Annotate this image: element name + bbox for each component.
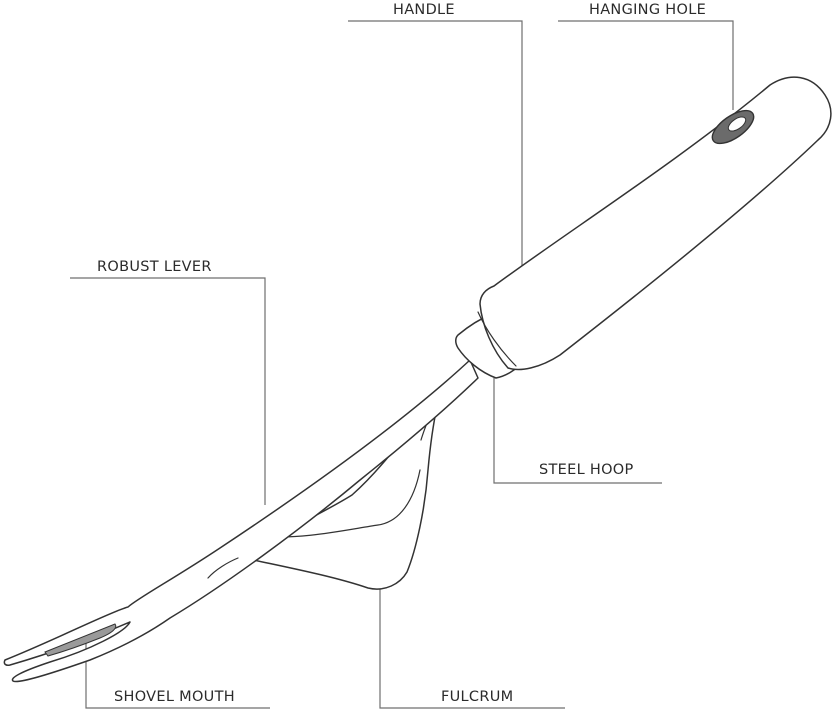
hanging-hole-label: HANGING HOLE xyxy=(589,2,707,18)
robust-lever-leader xyxy=(70,277,266,505)
shovel-mouth-groove xyxy=(44,623,117,657)
fulcrum-label: FULCRUM xyxy=(441,689,514,705)
fulcrum-inner-edge xyxy=(261,469,421,538)
robust-lever-label: ROBUST LEVER xyxy=(97,259,212,275)
handle xyxy=(479,76,832,371)
handle-leader xyxy=(348,20,523,276)
hanging-hole-leader xyxy=(558,20,734,110)
hanging-hole-inner xyxy=(727,116,747,132)
fulcrum-leader xyxy=(379,565,565,709)
weeder-tool xyxy=(3,76,832,683)
handle-grip-line xyxy=(477,311,517,367)
shovel-mouth-label: SHOVEL MOUTH xyxy=(114,689,235,705)
handle-label: HANDLE xyxy=(393,2,455,18)
steel-hoop-leader xyxy=(493,378,662,484)
lever-joint xyxy=(207,557,239,579)
steel-hoop-label: STEEL HOOP xyxy=(539,462,634,478)
